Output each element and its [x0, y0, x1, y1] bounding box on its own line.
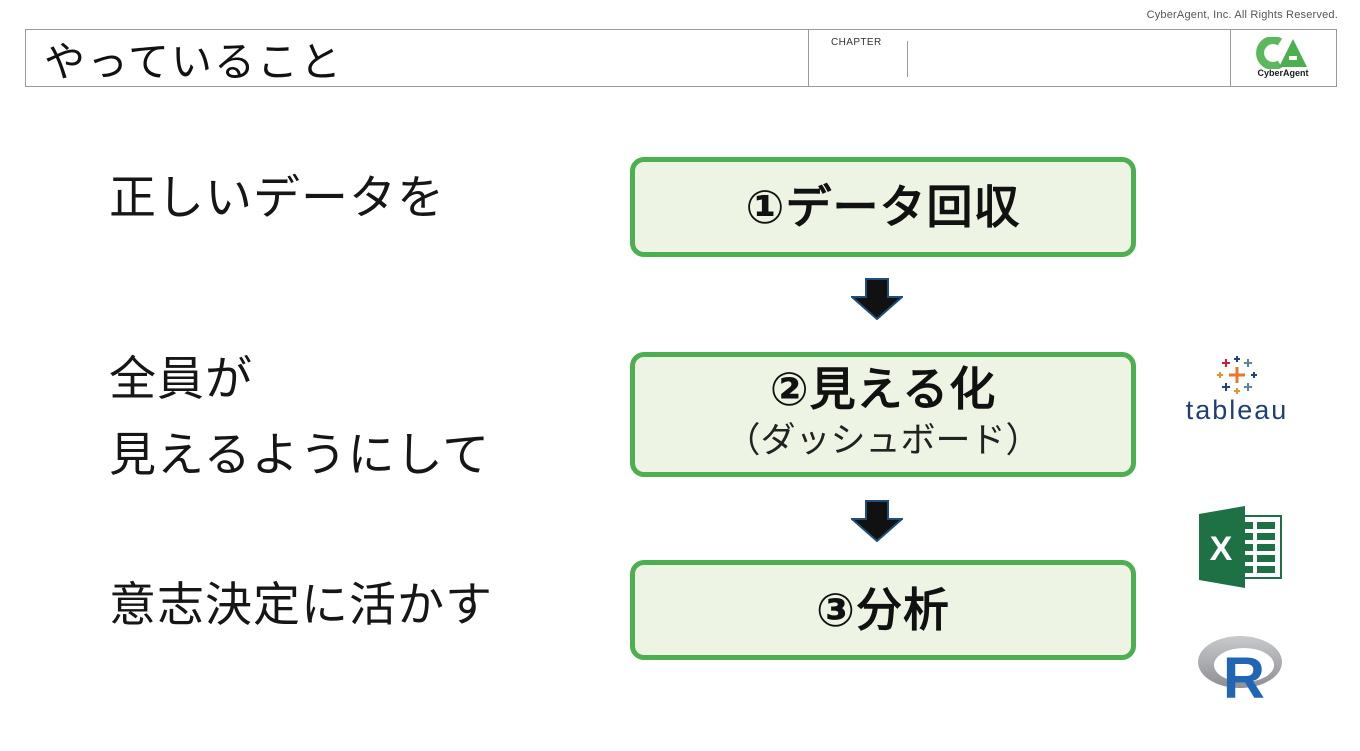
step-visualization: ②見える化 （ダッシュボード）	[630, 352, 1136, 477]
slide-header: やっていること CHAPTER CyberAgent	[25, 29, 1337, 87]
left-text-line4: 意志決定に活かす	[109, 578, 493, 633]
left-text-line2: 全員が	[109, 352, 253, 407]
excel-icon: X	[1199, 506, 1282, 588]
step-data-collection: ①データ回収	[630, 157, 1136, 257]
r-logo-icon: R	[1198, 636, 1282, 702]
header-divider	[808, 30, 809, 86]
ca-logo-icon	[1256, 36, 1307, 70]
left-text-line3: 見えるようにして	[109, 428, 491, 483]
down-arrow-icon	[851, 500, 903, 542]
left-text-line1: 正しいデータを	[109, 171, 445, 226]
tableau-wordmark: tableau	[1185, 395, 1289, 425]
step-analysis: ③分析	[630, 560, 1136, 660]
down-arrow-icon	[851, 278, 903, 320]
copyright-text: CyberAgent, Inc. All Rights Reserved.	[1146, 9, 1338, 21]
cyberagent-logo: CyberAgent	[1250, 36, 1316, 81]
slide-title: やっていること	[44, 38, 343, 86]
step-label: ③分析	[816, 583, 950, 637]
step-label: ②見える化	[769, 362, 997, 416]
excel-letter: X	[1210, 530, 1233, 568]
r-letter: R	[1223, 646, 1265, 702]
step-sublabel: （ダッシュボード）	[725, 421, 1041, 461]
step-label: ①データ回収	[745, 180, 1021, 234]
chapter-label: CHAPTER	[831, 37, 882, 48]
chapter-divider	[907, 41, 908, 77]
logo-text: CyberAgent	[1257, 68, 1309, 78]
header-divider-logo	[1230, 30, 1231, 86]
tableau-logo: tableau	[1172, 355, 1302, 427]
tableau-cross-icon	[1217, 356, 1257, 394]
